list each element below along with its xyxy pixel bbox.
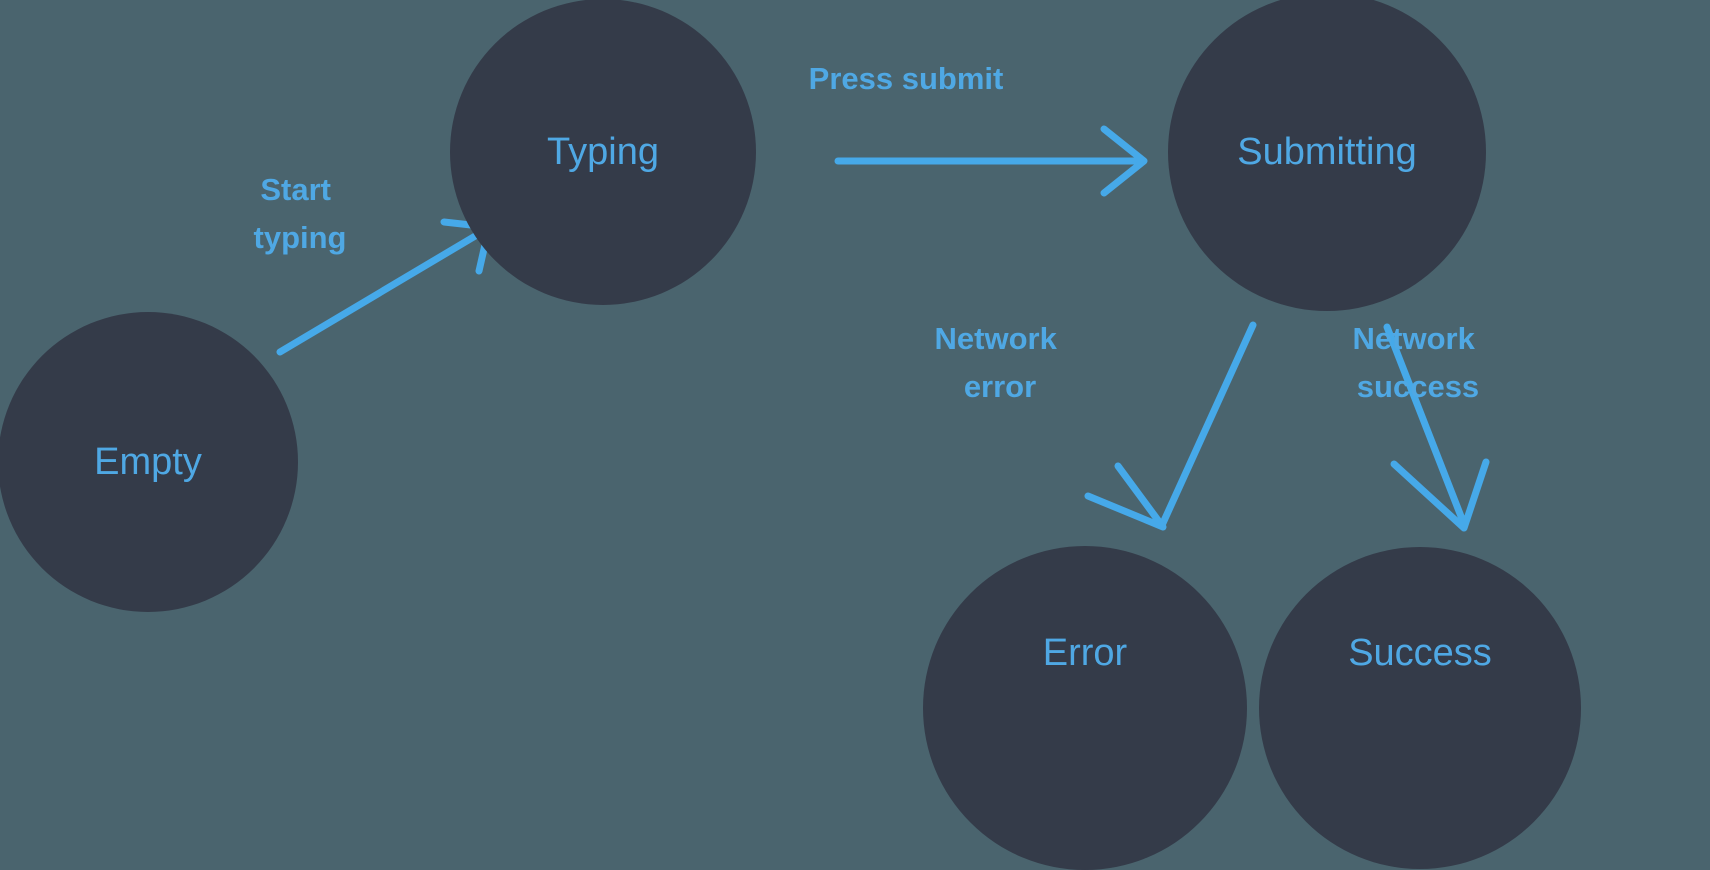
transition-label-line2: success xyxy=(1357,369,1479,404)
state-node-success[interactable]: Success xyxy=(1259,547,1581,869)
transition-press-submit[interactable]: Press submit xyxy=(809,61,1148,197)
transition-label-line1: Press submit xyxy=(809,61,1004,96)
transition-line-network-error xyxy=(1159,321,1257,527)
state-label-empty: Empty xyxy=(94,441,202,483)
state-circle-typing xyxy=(450,0,756,305)
transition-label-network-success: Network success xyxy=(1353,321,1484,404)
transition-label-start-typing: Start typing xyxy=(254,172,347,255)
transitions-layer: Start typing Press submit Network error xyxy=(254,61,1490,532)
state-circle-success xyxy=(1259,547,1581,869)
transition-network-error[interactable]: Network error xyxy=(935,321,1257,531)
arrowhead-network-error xyxy=(1084,462,1167,531)
transition-label-line2: typing xyxy=(254,220,347,255)
state-circle-submitting xyxy=(1168,0,1486,311)
transition-start-typing[interactable]: Start typing xyxy=(254,172,493,356)
state-label-typing: Typing xyxy=(547,131,659,173)
state-label-error: Error xyxy=(1043,632,1128,674)
transition-line-start-typing xyxy=(276,225,491,356)
state-node-empty[interactable]: Empty xyxy=(0,312,298,612)
state-node-error[interactable]: Error xyxy=(923,546,1247,870)
states-layer: Empty Typing Submitting Error Success xyxy=(0,0,1581,870)
transition-line-network-success xyxy=(1383,323,1468,528)
state-circle-empty xyxy=(0,312,298,612)
state-label-submitting: Submitting xyxy=(1237,131,1417,173)
state-label-success: Success xyxy=(1348,632,1492,674)
state-node-typing[interactable]: Typing xyxy=(450,0,756,305)
arrowhead-network-success xyxy=(1390,458,1490,532)
transition-label-line1: Network xyxy=(1353,321,1476,356)
transition-network-success[interactable]: Network success xyxy=(1353,321,1490,532)
state-node-submitting[interactable]: Submitting xyxy=(1168,0,1486,311)
transition-label-line1: Network xyxy=(935,321,1058,356)
transition-label-line2: error xyxy=(964,369,1036,404)
transition-label-press-submit: Press submit xyxy=(809,61,1004,96)
arrowhead-press-submit xyxy=(1100,125,1148,197)
transition-label-network-error: Network error xyxy=(935,321,1066,404)
state-circle-error xyxy=(923,546,1247,870)
transition-label-line1: Start xyxy=(260,172,331,207)
